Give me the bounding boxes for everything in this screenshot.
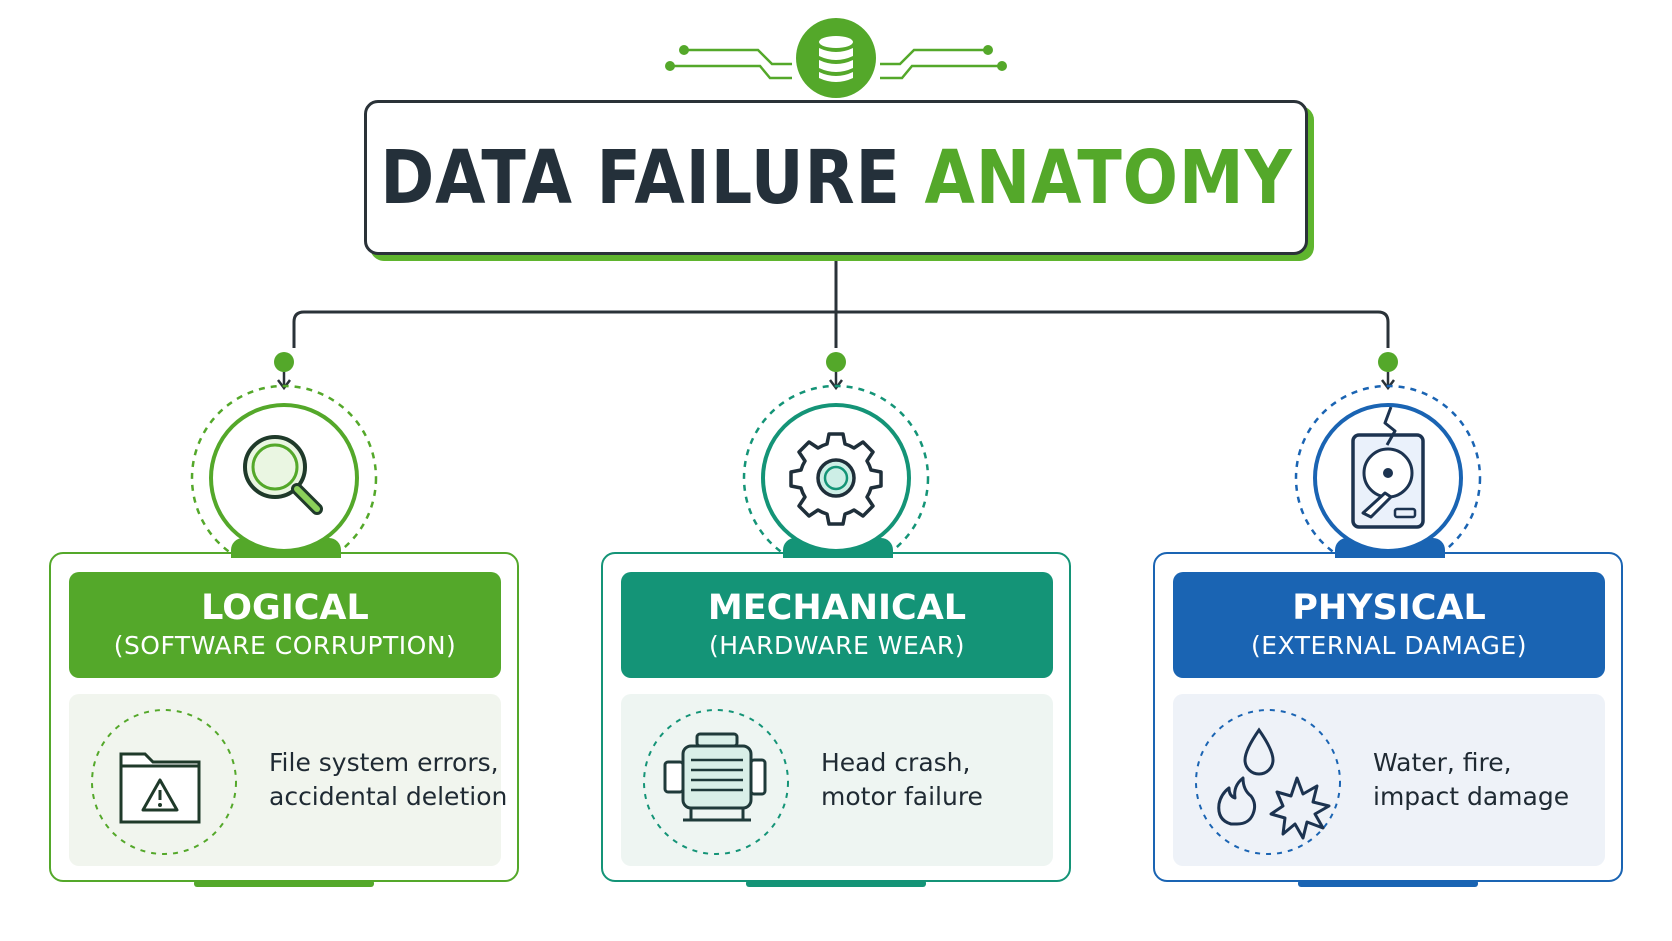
logical-icon-circle <box>209 403 359 553</box>
gear-icon <box>789 432 883 526</box>
water-fire-impact-icon <box>1195 709 1341 855</box>
card-detail-logical: File system errors, accidental deletion <box>69 694 508 866</box>
description-line: accidental deletion <box>269 782 508 811</box>
circuit-decoration <box>670 48 1002 80</box>
description-line: Head crash, <box>821 748 971 777</box>
title-part-2: ANATOMY <box>924 134 1293 221</box>
title-box: DATA FAILURE ANATOMY <box>364 100 1308 255</box>
description-line: impact damage <box>1373 782 1570 811</box>
title-part-1: DATA FAILURE <box>379 134 901 221</box>
card-logical: LOGICAL (SOFTWARE CORRUPTION) File syste… <box>49 538 519 887</box>
category-description: Water, fire, impact damage <box>1373 746 1603 814</box>
category-title: PHYSICAL <box>1292 588 1486 628</box>
database-icon <box>796 18 876 98</box>
category-subtitle: (SOFTWARE CORRUPTION) <box>113 631 457 660</box>
magnifier-icon <box>243 435 323 515</box>
description-line: File system errors, <box>269 748 499 777</box>
card-header-logical: LOGICAL (SOFTWARE CORRUPTION) <box>69 572 501 678</box>
cracked-hard-drive-icon <box>1351 407 1425 529</box>
page-title: DATA FAILURE ANATOMY <box>380 135 1292 221</box>
category-title: LOGICAL <box>201 588 369 628</box>
card-header-mechanical: MECHANICAL (HARDWARE WEAR) <box>621 572 1053 678</box>
card-physical: PHYSICAL (EXTERNAL DAMAGE) Water, fire, … <box>1153 538 1623 887</box>
category-title: MECHANICAL <box>707 588 967 628</box>
physical-icon-circle <box>1313 403 1463 553</box>
description-line: Water, fire, <box>1373 748 1512 777</box>
card-detail-physical: Water, fire, impact damage <box>1173 694 1605 866</box>
card-detail-mechanical: Head crash, motor failure <box>621 694 1053 866</box>
category-subtitle: (EXTERNAL DAMAGE) <box>1251 631 1527 660</box>
category-description: File system errors, accidental deletion <box>269 746 508 814</box>
folder-warning-icon <box>91 709 237 855</box>
card-header-physical: PHYSICAL (EXTERNAL DAMAGE) <box>1173 572 1605 678</box>
category-subtitle: (HARDWARE WEAR) <box>708 631 966 660</box>
description-line: motor failure <box>821 782 983 811</box>
motor-icon <box>643 709 789 855</box>
card-mechanical: MECHANICAL (HARDWARE WEAR) Head crash, m… <box>601 538 1071 887</box>
mechanical-icon-circle <box>761 403 911 553</box>
category-description: Head crash, motor failure <box>821 746 1051 814</box>
